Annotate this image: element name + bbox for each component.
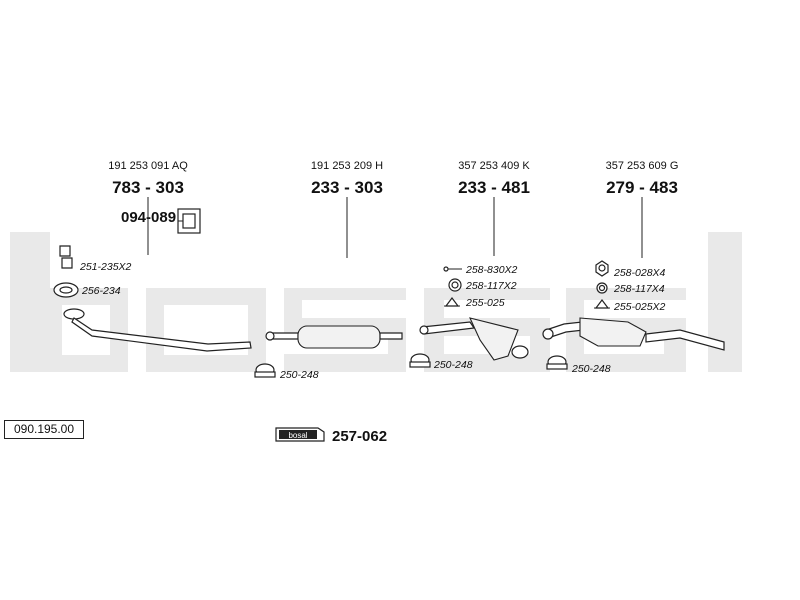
bosal-kit-badge[interactable]: bosal bbox=[275, 427, 325, 442]
accessory-label: 250-248 bbox=[571, 363, 611, 375]
part-number-1: 783 - 303 bbox=[112, 178, 184, 197]
rear-silencer-icon[interactable] bbox=[419, 317, 529, 361]
rubber-mount-icon[interactable] bbox=[177, 208, 201, 234]
part-number-4: 279 - 483 bbox=[606, 178, 678, 197]
ring-icon[interactable] bbox=[448, 278, 462, 292]
reference-number: 090.195.00 bbox=[4, 420, 84, 439]
part-number-3: 233 - 481 bbox=[458, 178, 530, 197]
kit-part-number: 257-062 bbox=[332, 428, 387, 445]
part-number-2: 233 - 303 bbox=[311, 178, 383, 197]
bracket-part-number: 094-089 bbox=[121, 209, 176, 226]
hanger-icon[interactable] bbox=[594, 299, 610, 309]
accessory-label: 250-248 bbox=[279, 369, 319, 381]
ring-icon[interactable] bbox=[596, 282, 608, 294]
clamp-icon[interactable] bbox=[59, 245, 73, 269]
accessory-label: 255-025 bbox=[465, 297, 505, 309]
oe-number-2: 191 253 209 H bbox=[311, 160, 383, 172]
watermark-text: bosal bbox=[0, 0, 3, 1]
bolt-icon[interactable] bbox=[443, 266, 462, 272]
accessory-label: 258-117X2 bbox=[465, 280, 517, 292]
nut-icon[interactable] bbox=[595, 260, 609, 277]
kit-badge-text: bosal bbox=[288, 431, 307, 440]
oe-number-4: 357 253 609 G bbox=[606, 160, 679, 172]
oe-number-3: 357 253 409 K bbox=[458, 160, 530, 172]
accessory-label: 251-235X2 bbox=[79, 261, 132, 273]
clamp-icon[interactable] bbox=[409, 353, 431, 368]
accessory-label: 258-117X4 bbox=[613, 283, 665, 295]
accessory-label: 250-248 bbox=[433, 359, 473, 371]
clamp-icon[interactable] bbox=[546, 355, 568, 370]
middle-silencer-icon[interactable] bbox=[265, 325, 403, 349]
accessory-label: 255-025X2 bbox=[613, 301, 666, 313]
hanger-icon[interactable] bbox=[444, 297, 460, 307]
accessory-label: 258-028X4 bbox=[613, 267, 666, 279]
tail-silencer-icon[interactable] bbox=[542, 317, 725, 351]
front-pipe-icon[interactable] bbox=[63, 308, 252, 352]
gasket-icon[interactable] bbox=[53, 282, 79, 298]
accessory-label: 256-234 bbox=[81, 285, 121, 297]
oe-number-1: 191 253 091 AQ bbox=[108, 160, 188, 172]
accessory-label: 258-830X2 bbox=[465, 264, 518, 276]
clamp-icon[interactable] bbox=[254, 363, 276, 378]
